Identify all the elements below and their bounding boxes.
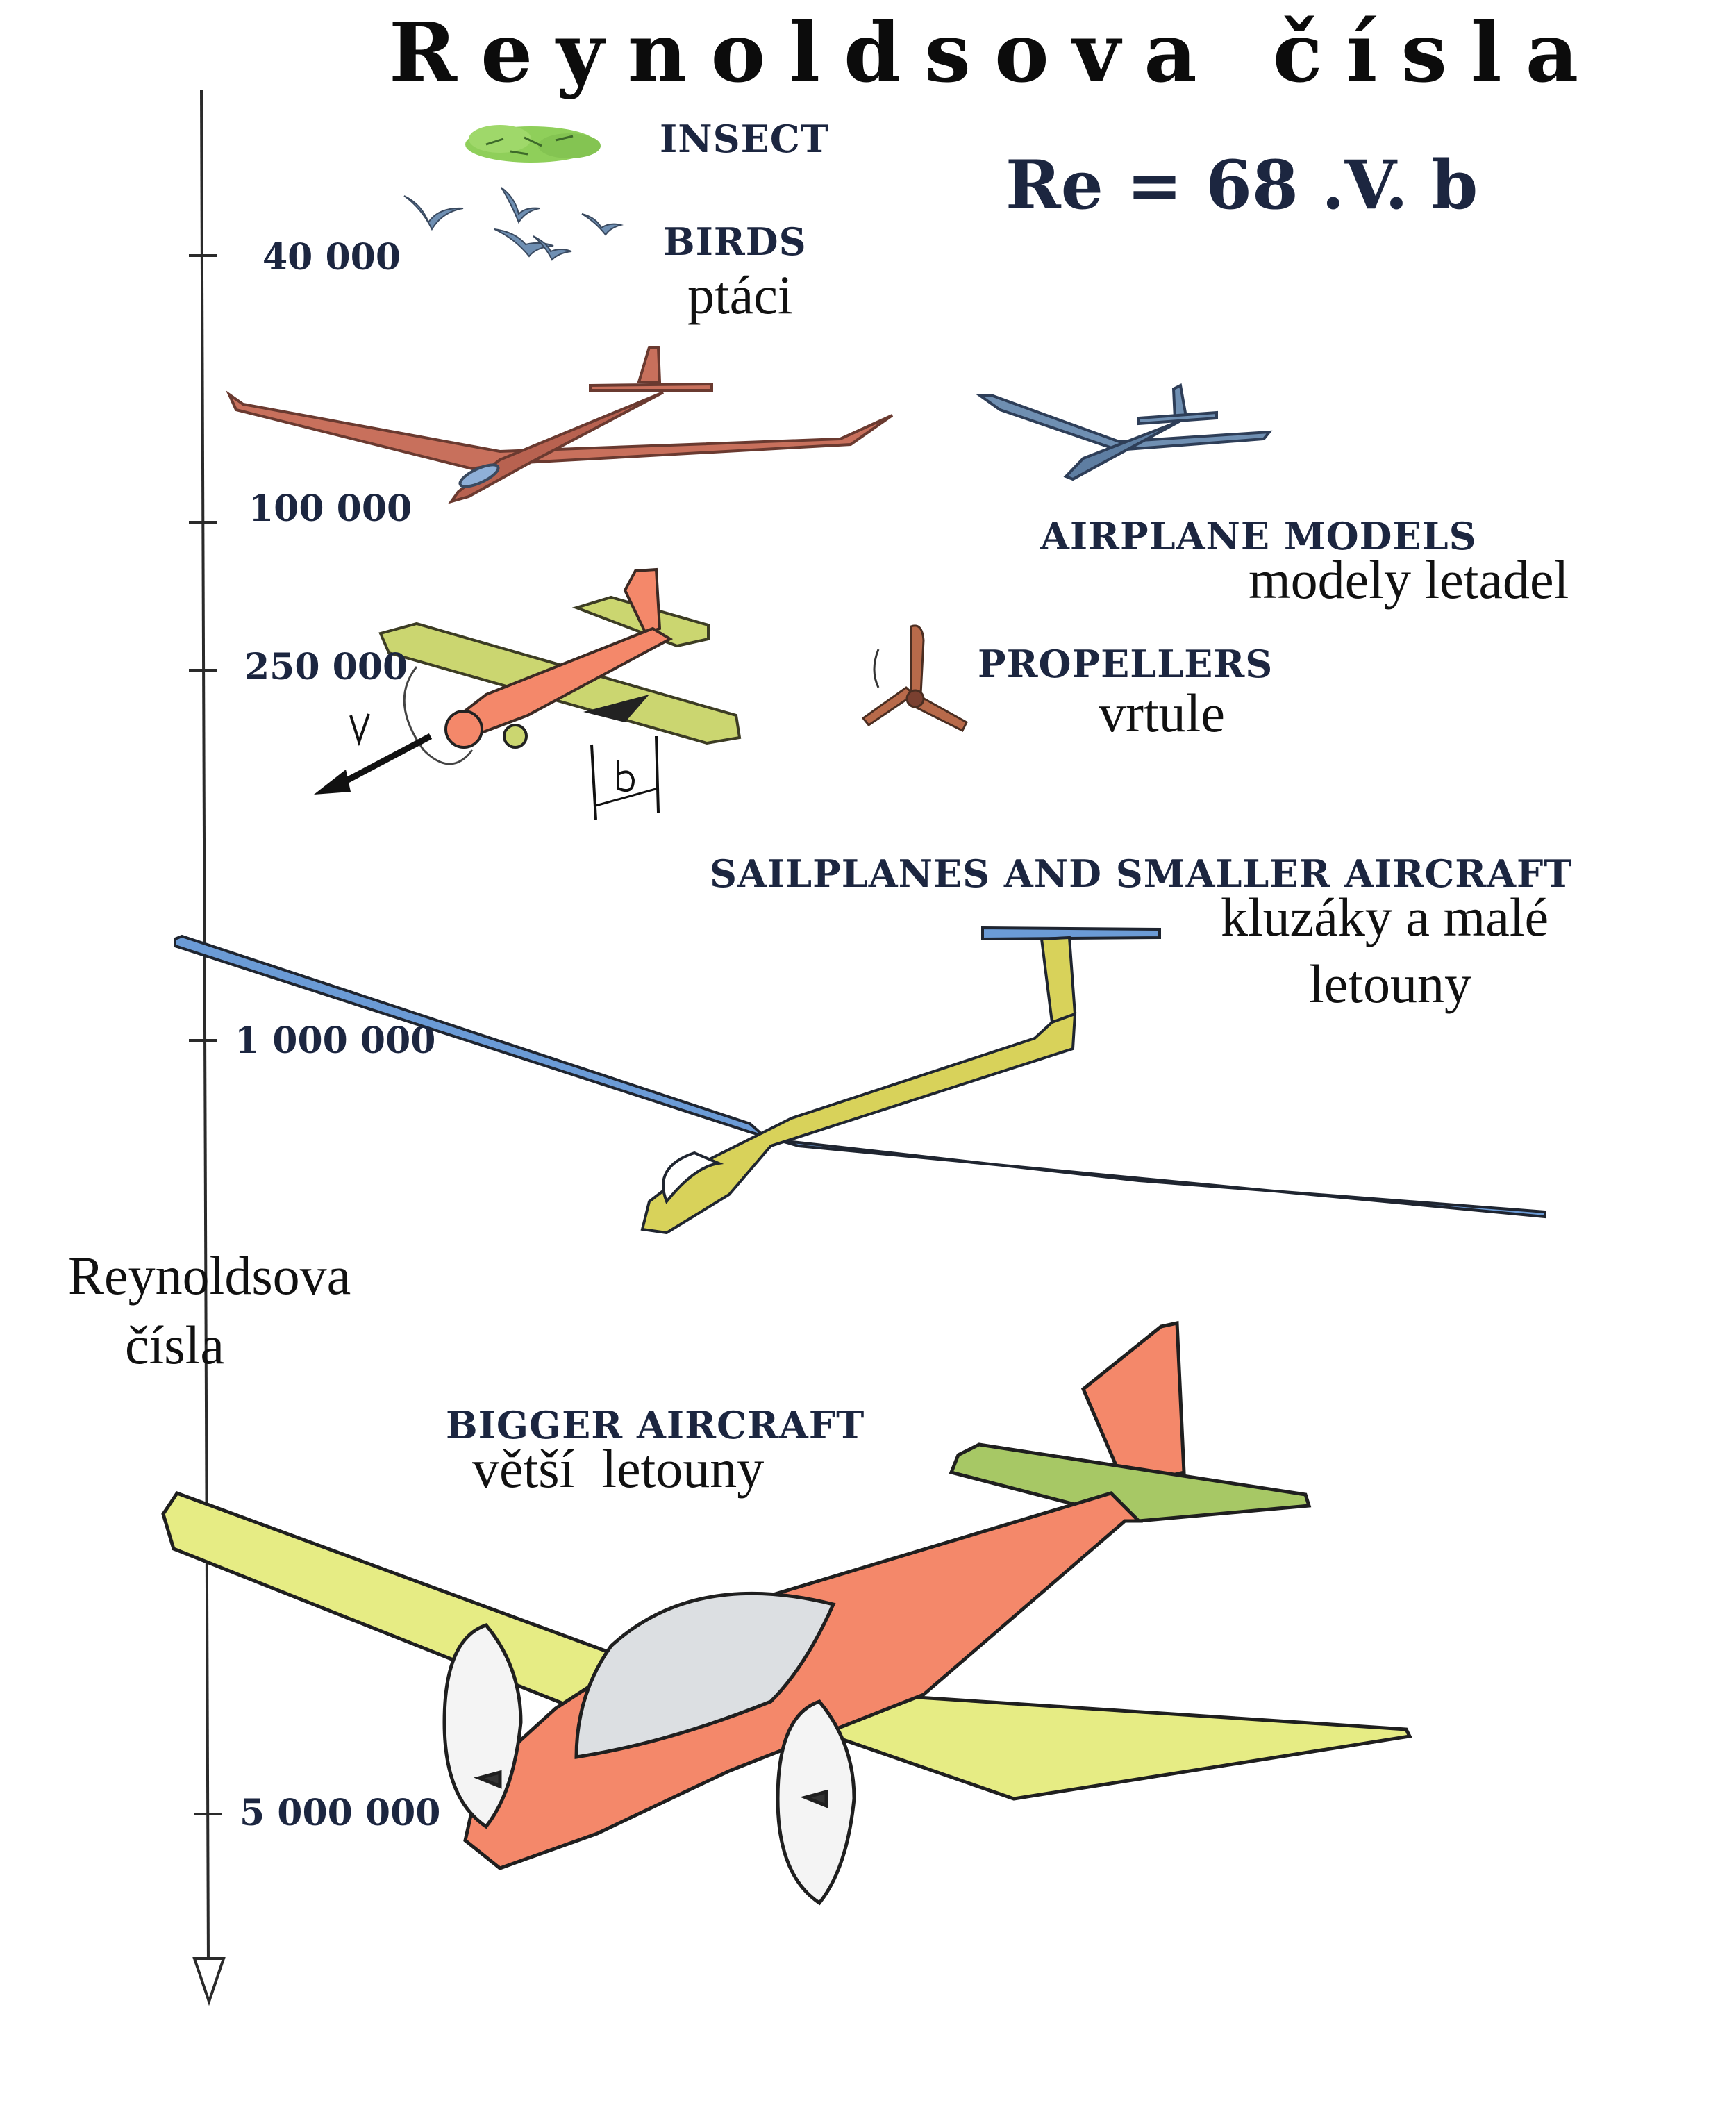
birds-label-cz: ptáci	[687, 265, 793, 325]
velocity-symbol-v	[349, 713, 370, 747]
sailplanes-label-cz-line2: letouny	[1309, 954, 1471, 1014]
axis-tick-label: 250 000	[244, 646, 408, 688]
axis-tick-label: 1 000 000	[235, 1020, 436, 1062]
reynolds-axis	[189, 90, 226, 2006]
axis-tick-label: 40 000	[262, 236, 401, 278]
axis-tick-label: 100 000	[249, 488, 412, 530]
bigger-aircraft-illustration	[161, 1320, 1412, 1906]
bigger-aircraft-label-cz: větší letouny	[472, 1438, 765, 1499]
axis-label-line1: Reynoldsova	[68, 1245, 351, 1306]
birds-label: BIRDS	[663, 219, 807, 264]
trainer-aircraft-illustration	[314, 567, 742, 820]
birds-illustration	[403, 187, 624, 261]
insect-illustration	[465, 125, 601, 163]
bigger-aircraft-label: BIGGER AIRCRAFT	[446, 1403, 865, 1447]
airplane-models-label: AIRPLANE MODELS	[1040, 514, 1477, 558]
sailplanes-label-cz-line1: kluzáky a malé	[1221, 887, 1549, 947]
airplane-models-label-cz: modely letadel	[1249, 549, 1569, 610]
red-model-glider-illustration	[226, 346, 894, 504]
blue-model-glider-illustration	[976, 383, 1273, 481]
insect-label: INSECT	[660, 117, 829, 161]
propeller-illustration	[861, 624, 968, 733]
diagram-title: Reynoldsova čísla	[389, 4, 1603, 101]
reynolds-formula: Re = 68 .V. b	[1005, 146, 1478, 224]
propellers-label-cz: vrtule	[1099, 683, 1225, 743]
axis-line	[200, 90, 210, 1966]
axis-label-line2: čísla	[125, 1315, 224, 1375]
chord-symbol-b	[617, 760, 635, 792]
axis-arrowhead	[192, 1957, 226, 2006]
axis-tick-label: 5 000 000	[240, 1792, 441, 1834]
sailplanes-label: SAILPLANES AND SMALLER AIRCRAFT	[710, 851, 1573, 896]
sailplane-illustration	[174, 926, 1546, 1235]
propellers-label: PROPELLERS	[978, 642, 1274, 686]
